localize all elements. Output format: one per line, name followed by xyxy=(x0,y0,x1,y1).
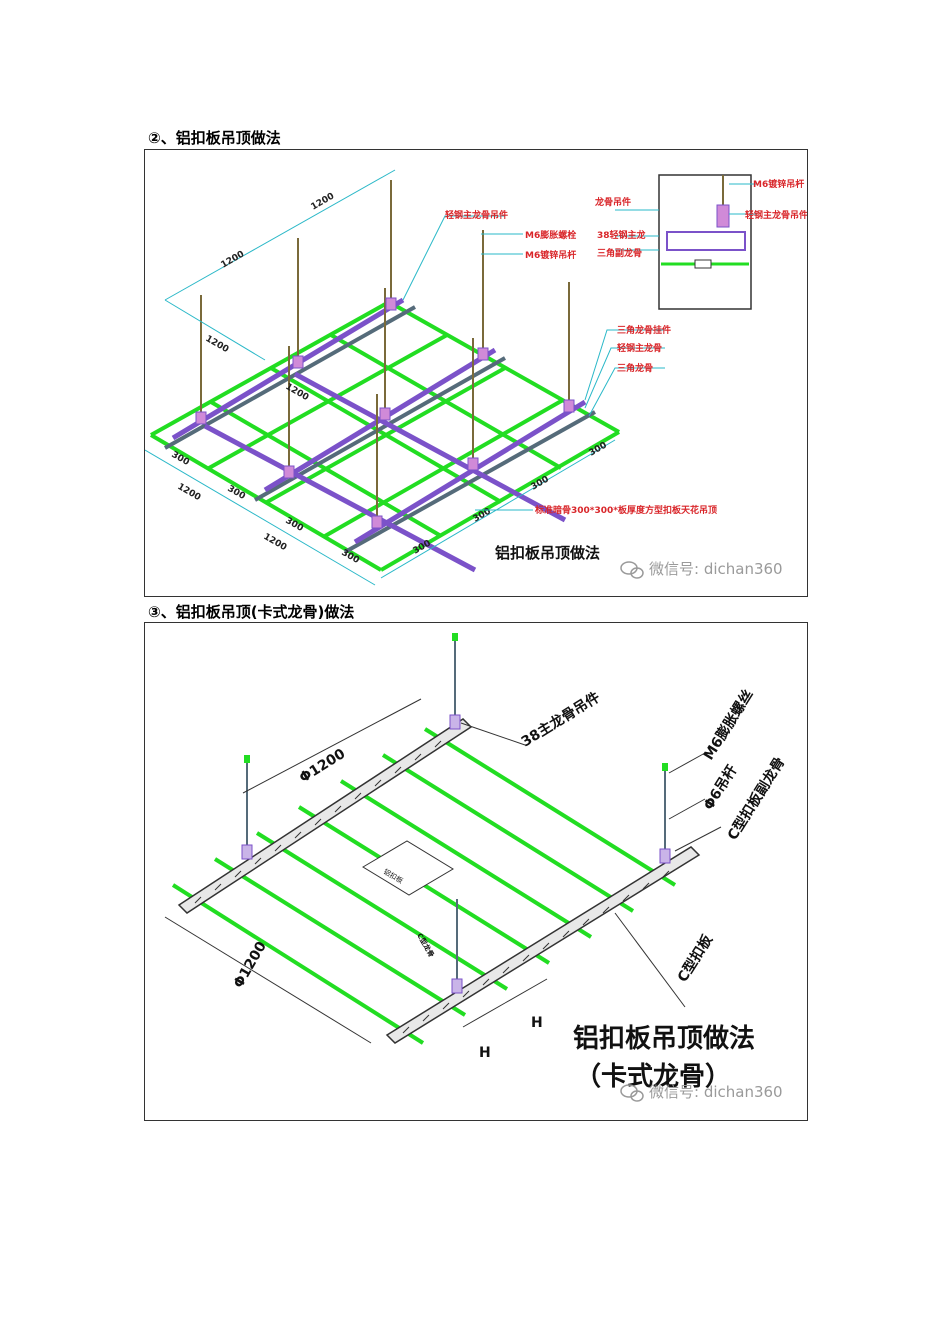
figure3-watermark: 微信号: dichan360 xyxy=(649,1083,783,1101)
fig3-dims xyxy=(164,698,548,1044)
label-main-keel: 轻钢主龙骨 xyxy=(617,342,662,354)
hanger-rods xyxy=(200,180,570,520)
dim-1200-f: 1200 xyxy=(262,532,289,553)
fig3-dim-left: Φ1200 xyxy=(231,939,270,991)
figure-ceiling-grid: 1200 1200 1200 1200 1200 1200 300 300 30… xyxy=(144,149,808,597)
dim-300-a: 300 xyxy=(170,450,191,468)
inset-detail xyxy=(615,174,757,310)
inset-label-keel-hanger: 龙骨吊件 xyxy=(594,196,631,208)
fig3-leaders xyxy=(460,722,722,1008)
c-sub-keels xyxy=(171,727,677,1045)
label-triangle-hanger: 三角龙骨挂件 xyxy=(617,324,671,336)
figure-card-keel: 铝扣板 C型龙骨 Φ1200 Φ1200 H H 38主龙骨吊件 M6膨胀螺丝 … xyxy=(144,622,808,1121)
label-panel-note: 标准暗骨300*300*板厚度方型扣板天花吊顶 xyxy=(534,504,717,516)
figure2-title: 铝扣板吊顶做法 xyxy=(495,544,600,562)
label-galv-rod: M6镀锌吊杆 xyxy=(525,249,576,261)
label-main-hanger: 轻钢主龙骨吊件 xyxy=(445,209,508,221)
inset-label-rod: M6镀锌吊杆 xyxy=(753,178,804,190)
dim-300-c: 300 xyxy=(284,516,305,534)
wechat-icon-2 xyxy=(620,1084,644,1102)
label-expansion-bolt: M6膨胀螺栓 xyxy=(525,229,576,241)
label-rod: Φ6吊杆 xyxy=(700,762,741,813)
rods xyxy=(246,635,666,983)
rod-tops xyxy=(244,633,668,771)
figure3-title-2: （卡式龙骨） xyxy=(575,1062,731,1092)
dim-1200-e: 1200 xyxy=(176,482,203,503)
dim-300-d: 300 xyxy=(340,548,361,566)
dim-1200-a: 1200 xyxy=(310,191,337,212)
fig3-dim-top: Φ1200 xyxy=(297,746,349,787)
main-keels xyxy=(164,305,596,554)
inset-label-main-hanger2: 轻钢主龙骨吊件 xyxy=(745,209,807,221)
purple-carriers xyxy=(171,297,587,573)
card-keel-drawing: 铝扣板 C型龙骨 Φ1200 Φ1200 H H 38主龙骨吊件 M6膨胀螺丝 … xyxy=(164,633,788,1102)
label-triangle-keel: 三角龙骨 xyxy=(617,362,653,374)
dim-1200-b: 1200 xyxy=(220,249,247,270)
label-leaders xyxy=(402,215,665,511)
fig3-h1: H xyxy=(479,1045,491,1061)
section2-heading: ②、铝扣板吊顶做法 xyxy=(148,129,281,147)
label-bolt: M6膨胀螺丝 xyxy=(700,687,757,764)
inset-label-main38: 38轻钢主龙 xyxy=(597,229,646,241)
label-c-panel: C型扣板 xyxy=(674,931,717,985)
keel-teeth xyxy=(194,740,670,1034)
dim-300-g: 300 xyxy=(530,475,551,493)
wechat-icon xyxy=(620,561,644,579)
ceiling-grid-drawing: 1200 1200 1200 1200 1200 1200 300 300 30… xyxy=(145,169,807,586)
main-keels-38 xyxy=(177,718,701,1044)
figure3-title-1: 铝扣板吊顶做法 xyxy=(573,1024,755,1054)
fig3-h2: H xyxy=(531,1015,543,1031)
rod-hangers xyxy=(241,714,671,994)
panel-sample xyxy=(362,840,454,896)
dim-300-h: 300 xyxy=(588,441,609,459)
figure2-watermark: 微信号: dichan360 xyxy=(649,560,783,578)
label-main-hanger38: 38主龙骨吊件 xyxy=(518,689,603,751)
dimension-lines xyxy=(145,169,616,586)
hanger-clips xyxy=(195,297,575,529)
section3-heading: ③、铝扣板吊顶(卡式龙骨)做法 xyxy=(148,603,355,621)
inset-label-tri-sub: 三角副龙骨 xyxy=(597,247,642,259)
